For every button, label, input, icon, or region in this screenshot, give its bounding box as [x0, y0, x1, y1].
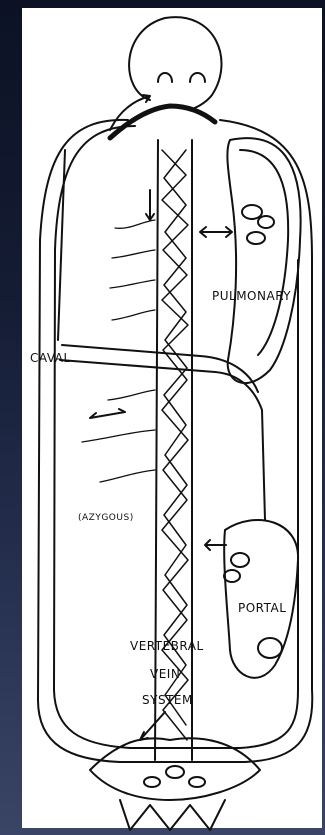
label-azygous: (AZYGOUS) — [78, 513, 134, 523]
label-vein: VEIN — [150, 667, 180, 681]
tail-spikes — [120, 800, 225, 830]
eye-right — [190, 73, 205, 82]
label-system: SYSTEM — [142, 693, 193, 707]
lung-alveoli-2 — [258, 216, 274, 228]
pelvic-dot-3 — [189, 777, 205, 787]
label-vertebral: VERTEBRAL — [130, 639, 204, 653]
label-portal: PORTAL — [238, 601, 286, 615]
pelvic-dot-2 — [166, 766, 184, 778]
branch-arrows — [90, 190, 154, 418]
label-pulmonary: PULMONARY — [212, 289, 291, 303]
cranial-plexus — [110, 106, 215, 138]
pelvic-arrow — [140, 712, 165, 740]
lung-alveoli-3 — [247, 232, 265, 244]
lung-alveoli-1 — [242, 205, 262, 219]
pulmonary-inner — [240, 150, 288, 355]
branch-veins-lower — [82, 390, 155, 482]
pulmonary-connector-arrow — [200, 227, 232, 237]
label-caval: CAVAL — [30, 351, 71, 365]
portal-ring-3 — [258, 638, 282, 658]
head-outline — [129, 17, 221, 110]
pelvic-dot-1 — [144, 777, 160, 787]
portal-connector-arrow — [205, 540, 226, 550]
branch-veins-upper — [110, 220, 155, 320]
eye-left — [158, 73, 172, 82]
portal-ring-1 — [231, 553, 249, 567]
portal-ring-2 — [224, 570, 240, 582]
